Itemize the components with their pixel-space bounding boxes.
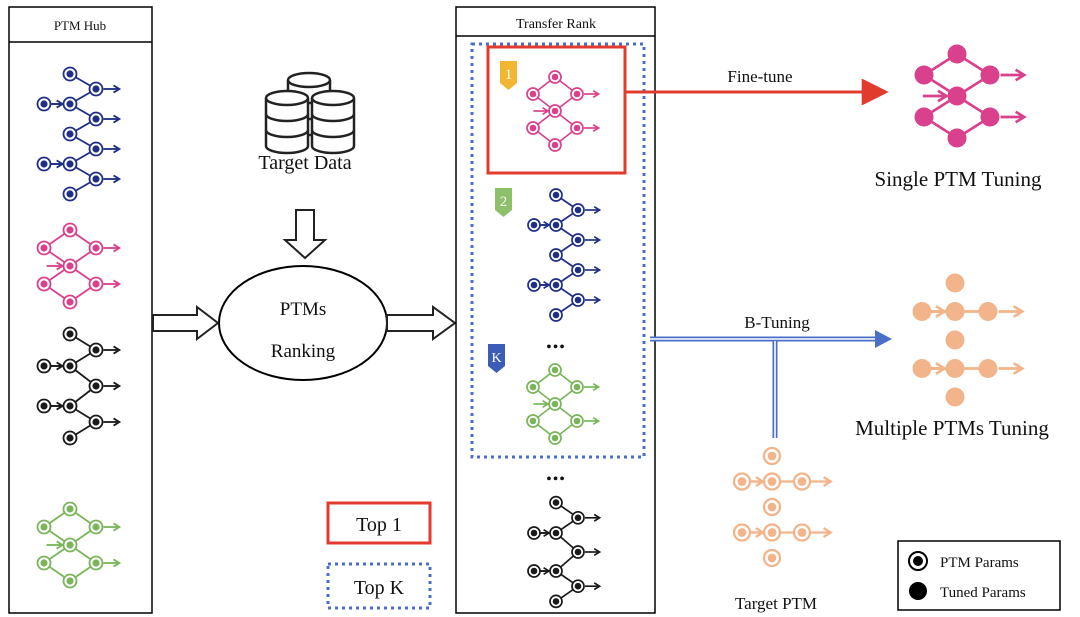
rank-ellipsis-top-k: •••	[546, 339, 566, 356]
ptms-ranking-node: PTMs Ranking	[218, 265, 388, 381]
top-1-key: Top 1	[326, 501, 432, 545]
svg-text:Top K: Top K	[354, 577, 405, 599]
network-node	[945, 387, 965, 407]
network-node	[914, 65, 934, 85]
target-data-label: Target Data	[258, 152, 351, 174]
hub-to-ranking-arrow	[152, 304, 220, 342]
hub-net-black	[36, 326, 122, 446]
rank-badge-2: 2	[495, 188, 512, 217]
ptm-hub-title: PTM Hub	[54, 18, 106, 33]
hub-net-pink	[36, 222, 122, 310]
network-node	[945, 273, 965, 293]
transfer-rank-title: Transfer Rank	[516, 17, 596, 32]
svg-text:2: 2	[500, 194, 508, 210]
b-tuning-arrow	[650, 330, 892, 438]
rank-net-1	[526, 70, 601, 152]
legend: PTM Params Tuned Params	[897, 540, 1061, 611]
network-node	[947, 128, 967, 148]
legend-tuned-params: Tuned Params	[940, 585, 1026, 601]
rank-ellipsis-rest: •••	[546, 471, 566, 488]
legend-ptm-params: PTM Params	[940, 555, 1019, 571]
network-node	[912, 359, 932, 378]
network-node	[914, 107, 934, 127]
hub-net-navy	[36, 66, 122, 202]
tuned-params-icon	[909, 582, 927, 600]
multiple-ptms-network	[912, 273, 1025, 407]
ranking-line2: Ranking	[271, 341, 336, 362]
rank-net-rest	[527, 495, 602, 609]
svg-text:K: K	[491, 351, 501, 366]
rank-badge-k: K	[488, 344, 505, 373]
network-node	[980, 65, 1000, 85]
network-node	[947, 86, 967, 106]
database-icon	[264, 71, 356, 155]
target-ptm-net	[732, 446, 833, 568]
network-node	[980, 107, 1000, 127]
network-node	[947, 44, 967, 64]
hub-networks	[36, 66, 122, 589]
single-ptm-tuning-title: Single PTM Tuning	[875, 167, 1042, 191]
ranking-to-rank-arrow	[386, 305, 457, 341]
hub-net-green	[36, 501, 122, 589]
svg-text:1: 1	[505, 67, 513, 83]
target-ptm-network	[732, 446, 833, 568]
top-1-frame	[486, 45, 627, 175]
fine-tune-label: Fine-tune	[727, 67, 792, 86]
rank-net-k	[526, 363, 601, 445]
network-node	[978, 302, 998, 321]
down-arrow	[282, 209, 328, 260]
rank-badge-1: 1	[500, 61, 517, 90]
network-node	[945, 359, 965, 378]
multiple-ptms-tuning-title: Multiple PTMs Tuning	[855, 416, 1049, 440]
multi-tuned-net	[912, 273, 1025, 407]
top-k-frame	[470, 42, 646, 459]
network-node	[912, 302, 932, 321]
network-node	[945, 302, 965, 321]
b-tuning-label: B-Tuning	[744, 313, 810, 332]
target-ptm-label: Target PTM	[735, 594, 817, 613]
single-ptm-network	[914, 44, 1027, 148]
network-node	[978, 359, 998, 378]
network-node	[945, 330, 965, 350]
svg-text:Top 1: Top 1	[356, 514, 402, 536]
ptm-hub-panel: PTM Hub	[8, 6, 153, 614]
ranking-line1: PTMs	[280, 299, 326, 320]
single-tuned-net	[914, 44, 1027, 148]
ptm-params-icon	[908, 551, 928, 571]
rank-net-2	[527, 188, 602, 322]
ranked-networks	[526, 70, 602, 609]
top-k-key: Top K	[326, 562, 432, 610]
